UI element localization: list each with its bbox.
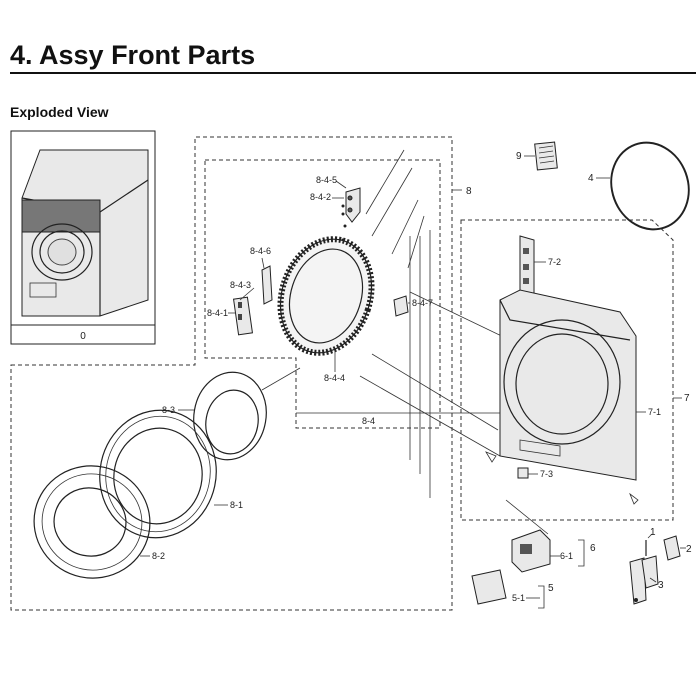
callout-7-2: 7-2 bbox=[548, 257, 561, 267]
callout-3: 3 bbox=[658, 580, 664, 591]
callout-8-4-5: 8-4-5 bbox=[316, 175, 337, 185]
door-inner-ring bbox=[193, 371, 267, 461]
callout-1: 1 bbox=[650, 527, 656, 538]
door-glass-frame bbox=[99, 409, 217, 539]
callout-8-4: 8-4 bbox=[362, 416, 375, 426]
callout-9: 9 bbox=[516, 151, 522, 162]
door-frame-ring bbox=[277, 236, 375, 356]
callout-7: 7 bbox=[684, 393, 690, 404]
callout-8: 8 bbox=[466, 186, 472, 197]
callout-8-4-6: 8-4-6 bbox=[250, 246, 271, 256]
callout-5: 5 bbox=[548, 583, 554, 594]
front-panel-boundary bbox=[460, 219, 674, 521]
callout-6-1: 6-1 bbox=[560, 551, 573, 561]
washer-unit-drawing bbox=[21, 149, 149, 317]
callout-8-4-3: 8-4-3 bbox=[230, 280, 251, 290]
door-hinge-bracket bbox=[345, 187, 361, 223]
callout-2: 2 bbox=[686, 544, 692, 555]
door-assy-boundary bbox=[10, 136, 453, 611]
callout-6: 6 bbox=[590, 543, 596, 554]
door-hinge-pin bbox=[393, 295, 409, 317]
filter-cover bbox=[471, 569, 507, 605]
inset-item-label: 0 bbox=[80, 331, 86, 342]
callout-8-1: 8-1 bbox=[230, 500, 243, 510]
callout-7-3: 7-3 bbox=[540, 469, 553, 479]
door-lock-parts bbox=[629, 535, 681, 605]
door-outer-cover bbox=[33, 465, 151, 579]
callout-8-4-4: 8-4-4 bbox=[324, 373, 345, 383]
section-subtitle: Exploded View bbox=[10, 104, 109, 120]
callout-7-1: 7-1 bbox=[648, 407, 661, 417]
callout-4: 4 bbox=[588, 173, 594, 184]
door-frame-subassy-boundary bbox=[204, 159, 441, 429]
inset-washer-box: 0 bbox=[10, 130, 156, 345]
door-handle-parts bbox=[232, 265, 273, 336]
callout-8-4-2: 8-4-2 bbox=[310, 192, 331, 202]
explosion-guide-lines bbox=[261, 149, 511, 498]
panel-bracket bbox=[519, 235, 535, 297]
title-underline bbox=[10, 72, 696, 74]
callout-8-4-1: 8-4-1 bbox=[207, 308, 228, 318]
callout-8-3: 8-3 bbox=[162, 405, 175, 415]
callout-8-4-7: 8-4-7 bbox=[412, 298, 433, 308]
door-gasket-ring bbox=[610, 141, 690, 231]
callout-8-2: 8-2 bbox=[152, 551, 165, 561]
grille-part bbox=[534, 141, 558, 171]
callout-5-1: 5-1 bbox=[512, 593, 525, 603]
front-panel bbox=[499, 289, 637, 481]
panel-clip bbox=[485, 451, 639, 505]
page-title: 4. Assy Front Parts bbox=[10, 40, 256, 70]
detergent-drawer bbox=[511, 529, 551, 573]
